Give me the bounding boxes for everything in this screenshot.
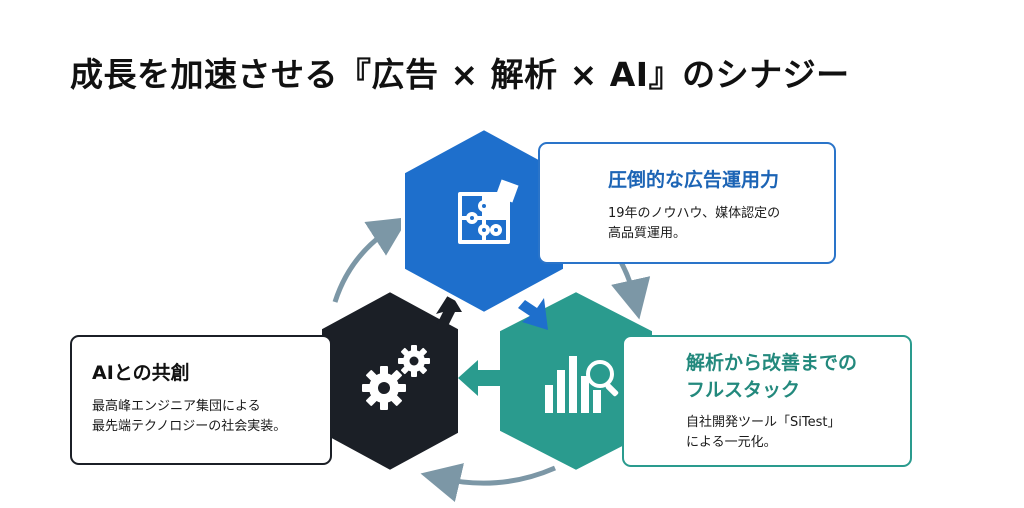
ai-desc-line1: 最高峰エンジニア集団による xyxy=(92,399,261,414)
analytics-to-ai-arrow xyxy=(458,360,500,396)
ads-to-analytics-arrow xyxy=(518,298,548,330)
cycle-arrow-ai-to-ads xyxy=(332,217,409,303)
gears-icon xyxy=(362,345,430,410)
analytics-hexagon xyxy=(458,288,656,474)
analytics-card: 解析から改善までの フルスタック 自社開発ツール「SiTest」 による一元化。 xyxy=(622,335,912,467)
ai-to-ads-arrow xyxy=(436,292,462,330)
ai-desc-line2: 最先端テクノロジーの社会実装。 xyxy=(92,419,287,434)
ai-card: AIとの共創 最高峰エンジニア集団による 最先端テクノロジーの社会実装。 xyxy=(70,335,332,465)
ads-card: 圧倒的な広告運用力 19年のノウハウ、媒体認定の 高品質運用。 xyxy=(538,142,836,264)
analytics-desc-line1: 自社開発ツール「SiTest」 xyxy=(686,415,841,430)
puzzle-icon xyxy=(458,192,510,244)
analytics-title-line1: 解析から改善までの xyxy=(686,352,858,374)
analytics-title-line2: フルスタック xyxy=(686,379,801,401)
ads-title: 圧倒的な広告運用力 xyxy=(608,169,780,191)
ads-desc-line1: 19年のノウハウ、媒体認定の xyxy=(608,206,781,221)
bar-chart-magnifier-icon xyxy=(545,356,619,413)
ads-desc-line2: 高品質運用。 xyxy=(608,226,687,241)
analytics-desc-line2: による一元化。 xyxy=(686,435,777,450)
cycle-arrow-analytics-to-ai xyxy=(420,463,556,503)
page-title: 成長を加速させる『広告 × 解析 × AI』のシナジー xyxy=(70,55,850,94)
ai-title: AIとの共創 xyxy=(92,362,190,384)
ai-hexagon xyxy=(318,288,462,474)
